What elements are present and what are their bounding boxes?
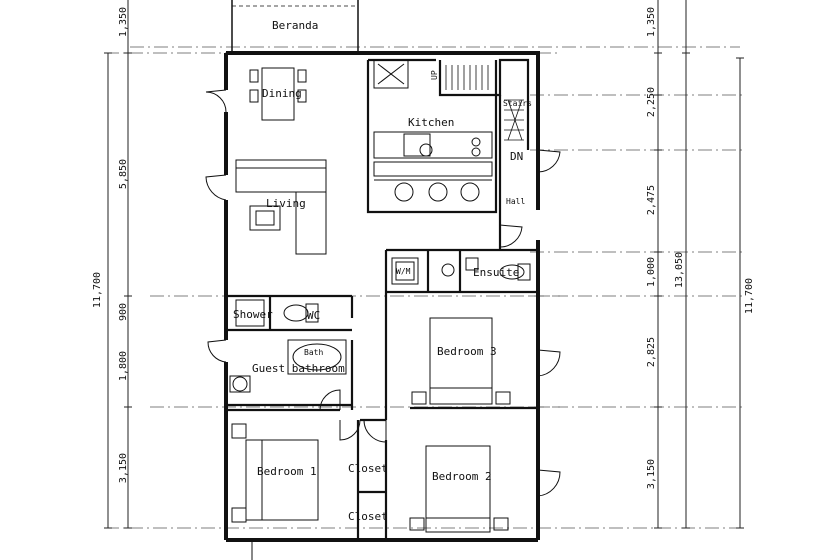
right-dimension-lines [654,0,744,529]
label-bedroom-1: Bedroom 1 [257,465,317,478]
stairs [445,65,524,141]
living-furniture [235,159,327,255]
dim-left-11700: 11,700 [92,272,103,308]
label-closet-top: Closet [348,462,388,475]
beranda-outline [231,0,359,52]
exterior-walls [224,51,540,542]
bathroom-fixtures [229,299,347,393]
dim-right-13050: 13,050 [674,252,685,288]
left-dimension-labels: 1,350 5,850 11,700 900 1,800 3,150 [92,7,129,483]
dining-table [249,67,307,121]
dim-right-1350: 1,350 [646,7,657,37]
dim-left-3150: 3,150 [118,453,129,483]
label-dn: DN [510,150,523,163]
dim-right-2825: 2,825 [646,337,657,367]
ensuite-fixtures [391,257,531,285]
left-dimension-lines [104,0,132,529]
interior-walls [226,58,538,540]
dim-right-3150: 3,150 [646,459,657,489]
label-hall: Hall [506,197,525,206]
label-living: Living [266,197,306,210]
right-dimension-labels: 1,350 2,250 2,475 1,000 2,825 3,150 13,0… [646,7,755,489]
label-bedroom-2: Bedroom 2 [432,470,492,483]
dim-left-5850: 5,850 [118,159,129,189]
label-ensuite: Ensuite [473,266,519,279]
label-stairs: Stairs [503,99,532,108]
label-closet-bottom: Closet [348,510,388,523]
label-bedroom-3: Bedroom 3 [437,345,497,358]
label-dining: Dining [262,87,302,100]
doors [205,89,561,560]
label-bath: Bath [304,348,323,357]
dim-left-900: 900 [118,303,129,321]
label-guest-bathroom: Guest bathroom [252,362,345,375]
dim-right-11700: 11,700 [744,278,755,314]
dim-left-1350: 1,350 [118,7,129,37]
room-labels: Beranda Dining Kitchen Stairs UP DN Hall… [233,19,532,523]
label-wc: WC [307,309,320,322]
label-kitchen: Kitchen [408,116,454,129]
dim-right-1000: 1,000 [646,257,657,287]
label-beranda: Beranda [272,19,318,32]
label-wm: W/M [396,267,411,276]
dim-right-2475: 2,475 [646,185,657,215]
dim-right-2250: 2,250 [646,87,657,117]
bedroom-furniture [231,317,511,533]
kitchen-fixtures [373,59,493,202]
dim-left-1800: 1,800 [118,351,129,381]
label-shower: Shower [233,308,273,321]
label-up: UP [430,70,439,80]
